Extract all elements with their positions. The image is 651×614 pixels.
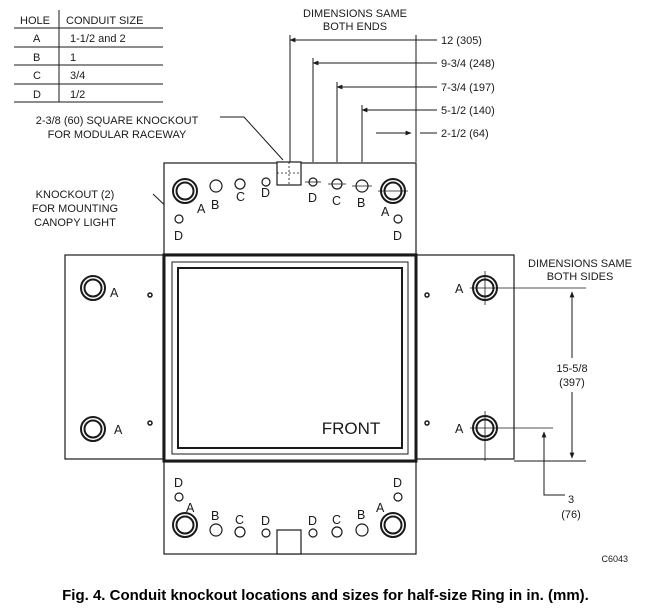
- knockout-light-line1: KNOCKOUT (2): [36, 189, 115, 201]
- label-b: B: [211, 509, 219, 523]
- label-b: B: [357, 508, 365, 522]
- table-cell-hole: B: [33, 52, 40, 64]
- center-frame: [162, 253, 418, 463]
- hole-a: [80, 416, 106, 442]
- table-cell-size: 1: [70, 52, 76, 64]
- table-cell-hole: C: [33, 70, 41, 82]
- hole-b: [209, 523, 223, 537]
- hole-d: [261, 528, 271, 538]
- dims-same-ends-line2: BOTH ENDS: [323, 21, 387, 33]
- label-d: D: [261, 514, 270, 528]
- top-hole-crosshairs: [305, 181, 408, 192]
- dimension-arrows: [289, 37, 437, 136]
- mounting-dot: [147, 420, 153, 426]
- label-c: C: [332, 194, 341, 208]
- hole-c: [234, 178, 246, 190]
- label-d: D: [393, 476, 402, 490]
- figure-code: C6043: [601, 554, 628, 564]
- square-knockout-line1: 2-3/8 (60) SQUARE KNOCKOUT: [36, 115, 199, 127]
- mounting-dot: [424, 292, 430, 298]
- label-b: B: [211, 198, 219, 212]
- square-knockout-line2: FOR MODULAR RACEWAY: [48, 129, 187, 141]
- dimension-76: (76): [561, 509, 581, 521]
- label-a: A: [455, 282, 464, 296]
- hole-a: [80, 275, 106, 301]
- hole-d-light: [393, 214, 403, 224]
- hole-d: [308, 528, 318, 538]
- figure-caption: Fig. 4. Conduit knockout locations and s…: [62, 587, 589, 604]
- square-knockout-leader: [220, 116, 284, 161]
- label-d: D: [393, 229, 402, 243]
- knockout-light-line2: FOR MOUNTING: [32, 203, 118, 215]
- left-panel-holes: [80, 275, 106, 442]
- hole-c: [234, 526, 246, 538]
- label-b: B: [357, 196, 365, 210]
- hole-a: [172, 178, 198, 204]
- table-cell-size: 1-1/2 and 2: [70, 33, 126, 45]
- knockout-light-line3: CANOPY LIGHT: [34, 217, 116, 229]
- label-a: A: [186, 501, 195, 515]
- label-d: D: [174, 476, 183, 490]
- label-a: A: [114, 423, 123, 437]
- dimension-15-5-8: 15-5/8: [556, 363, 587, 375]
- mounting-dot: [147, 292, 153, 298]
- side-dimension: [514, 291, 586, 496]
- mounting-dot: [424, 420, 430, 426]
- dims-same-sides-line2: BOTH SIDES: [547, 271, 614, 283]
- hole-a: [172, 512, 198, 538]
- dimension-7-3-4: 7-3/4 (197): [441, 82, 495, 94]
- conduit-size-table: [14, 10, 163, 103]
- table-header-conduit-size: CONDUIT SIZE: [66, 15, 143, 27]
- square-knockout-bottom: [276, 529, 302, 555]
- label-a: A: [381, 205, 390, 219]
- hole-a: [380, 512, 406, 538]
- hole-b: [209, 179, 223, 193]
- label-c: C: [236, 190, 245, 204]
- dimension-397: (397): [559, 377, 585, 389]
- table-cell-size: 1/2: [70, 89, 85, 101]
- knockout-diagram: HOLE CONDUIT SIZE A 1-1/2 and 2 B 1 C 3/…: [14, 8, 632, 564]
- dims-same-sides-line1: DIMENSIONS SAME: [528, 258, 632, 270]
- dimension-9-3-4: 9-3/4 (248): [441, 58, 495, 70]
- dimension-3: 3: [568, 494, 574, 506]
- front-opening-inner: [177, 267, 403, 449]
- label-d: D: [308, 514, 317, 528]
- label-d: D: [174, 229, 183, 243]
- hole-d-light: [174, 214, 184, 224]
- front-opening-outer: [171, 261, 409, 455]
- table-cell-size: 3/4: [70, 70, 85, 82]
- hole-d-light: [393, 492, 403, 502]
- dimension-12: 12 (305): [441, 35, 482, 47]
- front-label: FRONT: [322, 419, 381, 438]
- hole-d-light: [174, 492, 184, 502]
- table-cell-hole: A: [33, 33, 41, 45]
- table-header-hole: HOLE: [20, 15, 50, 27]
- dims-same-ends-line1: DIMENSIONS SAME: [303, 8, 407, 20]
- hole-b: [355, 523, 369, 537]
- label-a: A: [197, 202, 206, 216]
- label-d: D: [261, 186, 270, 200]
- bottom-panel-holes: [172, 492, 406, 538]
- label-c: C: [235, 513, 244, 527]
- hole-d: [261, 177, 271, 187]
- label-c: C: [332, 513, 341, 527]
- label-a: A: [110, 286, 119, 300]
- label-d: D: [308, 191, 317, 205]
- table-cell-hole: D: [33, 89, 41, 101]
- dimension-2-1-2: 2-1/2 (64): [441, 128, 489, 140]
- right-hole-crosshairs: [470, 271, 586, 461]
- label-a: A: [376, 501, 385, 515]
- hole-c: [331, 526, 343, 538]
- dimension-5-1-2: 5-1/2 (140): [441, 105, 495, 117]
- label-a: A: [455, 422, 464, 436]
- square-knockout-top: [276, 161, 302, 186]
